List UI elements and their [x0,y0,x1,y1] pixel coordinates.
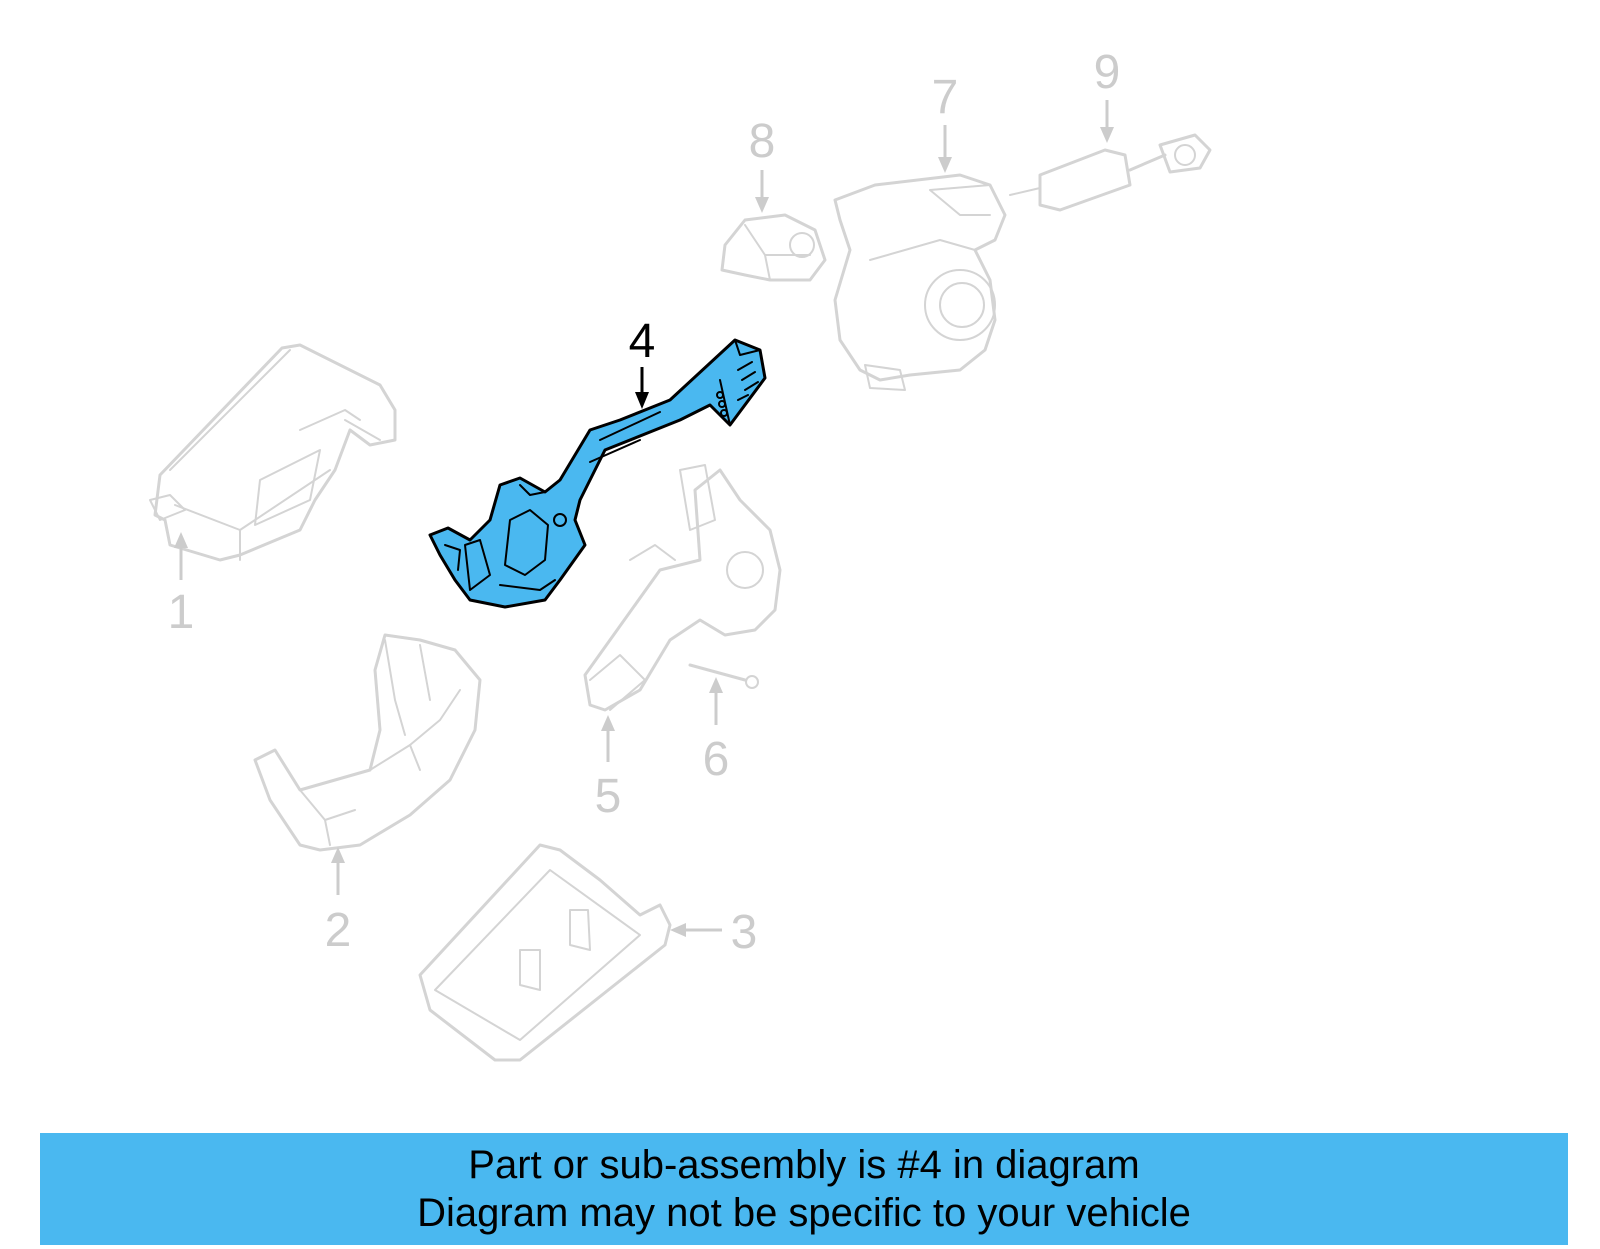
info-banner: Part or sub-assembly is #4 in diagram Di… [40,1133,1568,1245]
part-5-switch [583,464,782,712]
part-9-lock-cylinder [1009,133,1212,212]
svg-text:5: 5 [595,770,622,823]
svg-text:7: 7 [932,71,959,124]
banner-line-part-number: Part or sub-assembly is #4 in diagram [468,1143,1140,1187]
part-6-bolt [688,663,759,689]
callout-1: 1 [168,532,195,639]
callout-6: 6 [703,677,730,786]
callout-2: 2 [325,847,352,957]
callout-3: 3 [670,906,757,959]
part-8-module [720,213,827,282]
svg-text:6: 6 [703,733,730,786]
svg-text:4: 4 [629,315,656,368]
part-7-housing [833,173,1007,391]
callout-9: 9 [1094,46,1121,143]
svg-text:3: 3 [731,906,758,959]
callout-5: 5 [595,715,622,823]
part-1-upper-cover [149,343,397,562]
svg-text:8: 8 [749,115,776,168]
callout-7: 7 [932,71,959,173]
part-3-trim-panel [418,843,672,1062]
part-4-stalk-switch [428,338,767,609]
banner-line-disclaimer: Diagram may not be specific to your vehi… [417,1191,1191,1235]
svg-text:2: 2 [325,904,352,957]
svg-text:9: 9 [1094,46,1121,99]
callout-4: 4 [629,315,656,409]
svg-text:1: 1 [168,586,195,639]
part-2-lower-cover [253,633,482,852]
callout-8: 8 [749,115,776,213]
